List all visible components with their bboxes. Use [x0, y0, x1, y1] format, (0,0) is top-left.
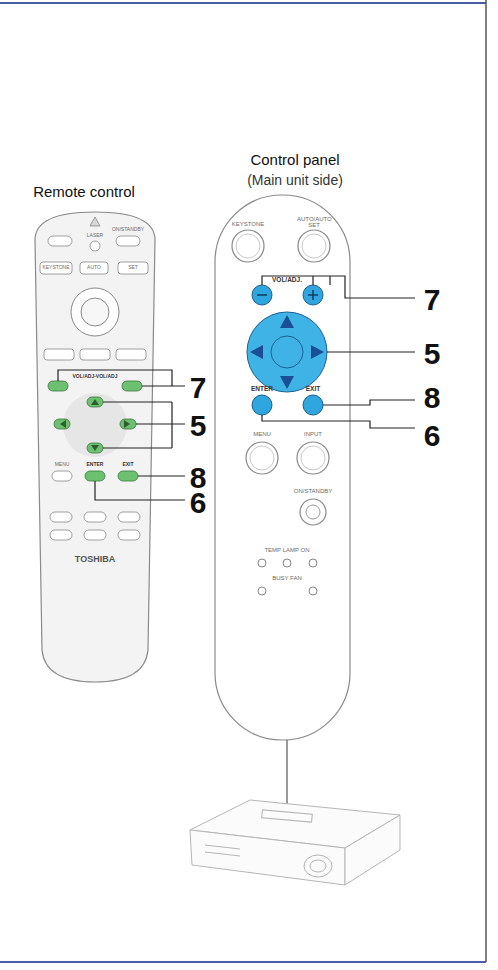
leader-lines: [58, 370, 185, 500]
remote-button: [118, 512, 140, 522]
standby-button: [306, 505, 320, 519]
button-label: ON/STANDBY: [294, 488, 333, 494]
laser-button: [90, 241, 100, 251]
button-label: MENU: [253, 431, 271, 437]
indicator-lamps: [258, 559, 317, 595]
panel-button: [301, 446, 325, 470]
minus-mark: [257, 294, 267, 296]
arrow-mark: [60, 399, 130, 451]
frame-line: [0, 961, 486, 963]
remote-button: [118, 530, 140, 540]
button-label: LASER: [87, 233, 103, 238]
leader-lines: [262, 276, 415, 428]
button-label: VOL/ADJ.: [272, 277, 302, 284]
indicator-label: BUSY FAN: [272, 575, 302, 581]
button-label: AUTO: [87, 265, 101, 270]
remote-button: [50, 530, 72, 540]
remote-button: [84, 512, 106, 522]
remote-button: [48, 236, 72, 246]
cable: [286, 740, 288, 805]
button-label: VOL/ADJ-VOL/ADJ: [72, 374, 117, 379]
button-label: MENU: [55, 462, 70, 467]
remote-button: [40, 262, 72, 274]
arrow-pad-centre: [271, 336, 303, 368]
enter-button: [85, 471, 105, 481]
volume-button: [48, 381, 68, 391]
arrow-pad: [247, 312, 327, 392]
button-label: EXIT: [122, 462, 133, 467]
button-label: ENTER: [251, 386, 273, 393]
remote-button: [80, 349, 110, 360]
button-label: ON/STANDBY: [112, 227, 144, 232]
volume-button: [252, 285, 272, 305]
exit-button: [303, 395, 323, 415]
volume-button: [122, 381, 142, 391]
remote-body: [35, 212, 155, 682]
panel-button: [246, 442, 278, 474]
panel-button: [236, 234, 260, 258]
button-label: EXIT: [306, 386, 320, 393]
remote-button: [52, 471, 72, 481]
exit-button: [118, 471, 138, 481]
callout-number: 6: [424, 420, 441, 452]
indicator-label: TEMP LAMP ON: [264, 547, 309, 553]
remote-button: [116, 236, 140, 246]
callout-number: 5: [190, 410, 207, 442]
callout-number: 7: [190, 372, 207, 404]
panel-button: [250, 446, 274, 470]
callout-number: 7: [424, 284, 441, 316]
remote-pad-centre: [81, 298, 109, 326]
callout-number: 8: [424, 382, 441, 414]
panel-button: [302, 234, 326, 258]
remote-button: [50, 512, 72, 522]
volume-button: [303, 285, 323, 305]
button-label: KEYSTONE: [42, 265, 69, 270]
remote-button: [80, 262, 108, 274]
button-label: KEYSTONE: [232, 221, 265, 227]
enter-button: [252, 395, 272, 415]
projector: [190, 800, 400, 885]
remote-button: [44, 349, 74, 360]
button-label: AUTO/AUTO SET: [297, 216, 331, 229]
callout-number: 5: [424, 338, 441, 370]
heading: Control panel: [250, 152, 339, 168]
frame-line: [485, 0, 487, 962]
panel-button: [298, 230, 330, 262]
remote-pad: [71, 288, 119, 336]
remote-button: [118, 262, 148, 274]
button-label: SET: [128, 265, 138, 270]
button-label: ENTER: [87, 462, 104, 467]
button-label: INPUT: [304, 431, 322, 437]
panel-button: [297, 442, 329, 474]
frame-line: [0, 2, 486, 4]
plus-mark: [308, 290, 318, 300]
panel-button: [232, 230, 264, 262]
callout-number: 6: [190, 487, 207, 519]
sub-heading: (Main unit side): [247, 173, 343, 188]
remote-button: [116, 349, 146, 360]
standby-button: [300, 499, 326, 525]
remote-button: [84, 530, 106, 540]
heading: Remote control: [33, 184, 135, 200]
remote-led: [90, 217, 100, 226]
brand-logo: TOSHIBA: [75, 555, 115, 564]
arrow-mark: [250, 315, 324, 389]
